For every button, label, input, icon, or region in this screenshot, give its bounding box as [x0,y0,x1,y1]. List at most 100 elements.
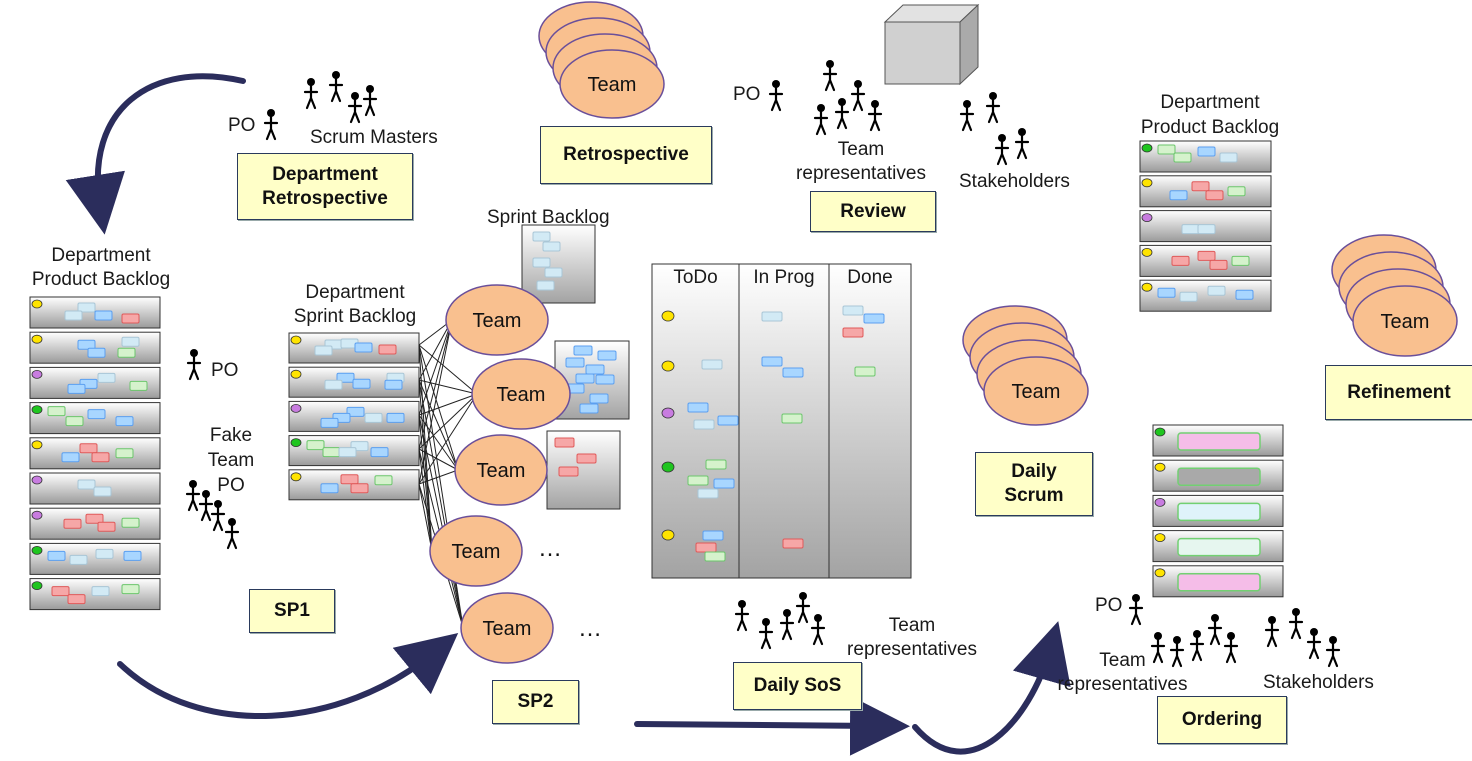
sticky-note [87,409,106,420]
po-label-left: PO [211,360,239,381]
sticky-note [1207,285,1226,296]
department-retrospective-line2: Retrospective [262,187,388,209]
sticky-note [121,517,140,528]
priority-dot [31,405,43,415]
sticky-note [64,310,83,321]
right-department-product-backlog [1139,140,1272,312]
sticky-note [370,447,389,458]
priority-dot [31,546,43,555]
person-icon [734,598,750,632]
priority-dot [31,475,43,485]
sticky-note [863,313,885,324]
sprint-backlog-label: Sprint Backlog [487,207,610,228]
backlog-row [288,366,420,398]
sticky-note [573,345,593,356]
ordering-box: Ordering [1157,696,1287,744]
person-icon [813,102,829,136]
backlog-row [1139,140,1272,173]
daily-sos-box: Daily SoS [733,662,862,710]
daily-sos-label: Daily SoS [753,675,842,696]
team-label: Team [1012,381,1061,403]
sp1-label: SP1 [274,600,310,621]
team-ellipse [429,515,523,587]
team-ellipse [559,49,665,119]
sticky-note [97,521,116,532]
team-ellipse [1352,285,1458,357]
sticky-note [1219,152,1238,163]
backlog-row [1139,279,1272,312]
sticky-note [354,342,373,353]
ordering-row [1152,424,1284,457]
sticky-note [77,339,96,350]
sticky-note [117,347,136,358]
sticky-note [374,475,393,486]
task-board [651,263,912,579]
sticky-note [687,402,709,413]
ordering-team-reps-line2: representatives [1057,674,1188,695]
board-row-dot [661,360,675,372]
board-row-dot [661,529,675,541]
person-icon [1223,630,1239,664]
ordering-backlog-stack [1152,424,1284,598]
department-sprint-backlog-rows [288,332,420,501]
person-icon [985,90,1001,124]
ordering-row [1152,494,1284,527]
team-ellipses: TeamTeamTeamTeamTeamTeamTeamTeamTeamTeam… [429,1,1458,664]
scrum-team-4: Team [983,356,1089,426]
person-icon [362,83,378,117]
sticky-note [386,412,405,423]
sticky-note [320,417,339,428]
sticky-note [576,453,597,464]
backlog-row [288,332,420,364]
team-label: Team [1381,311,1430,333]
backlog-row [1139,175,1272,208]
sticky-note [693,419,715,430]
sticky-note [91,452,110,463]
priority-dot [31,510,43,520]
team-label: Team [588,74,637,96]
sticky-note [340,474,359,485]
person-icon [850,78,866,112]
connection-line [418,414,464,628]
backlog-row [29,437,161,470]
sticky-note [717,415,739,426]
connection-line [418,319,453,485]
fake-team-po-line3: PO [217,475,245,496]
team-label: Team [452,541,501,563]
retrospective-label: Retrospective [563,144,689,165]
sticky-note [352,378,371,389]
team-label: Team [497,384,546,406]
sticky-note [378,344,397,355]
refinement-team-4: Team [1352,285,1458,357]
person-icon [210,498,226,532]
sticky-note [346,406,365,417]
sticky-note [702,530,724,541]
ordering-row [1152,459,1284,492]
priority-dot [1154,462,1166,472]
sticky-note [589,393,609,404]
backlog-row [29,578,161,611]
dept-sprint-backlog-title-line2: Sprint Backlog [293,306,417,327]
backlog-row [29,472,161,505]
person-icon [795,590,811,624]
arrow-sp1-to-sp2 [117,632,459,719]
fake-team-po-line1: Fake [209,425,253,446]
person-icon [1264,614,1280,648]
backlog-row [1139,244,1272,277]
priority-dot [1141,247,1153,257]
sticky-note [595,374,615,385]
fake-team-po-line2: Team [207,450,255,471]
daily-scrum-line1: Daily [1011,461,1057,482]
sticky-note [364,412,383,423]
sticky-note [565,357,585,368]
backlog-row [29,366,161,399]
refinement-label: Refinement [1347,381,1451,403]
sticky-note [1191,181,1210,192]
sticky-note [320,483,339,494]
sticky-note [129,380,148,391]
person-icon [758,616,774,650]
arrow-sos-right [634,695,910,756]
ordering-stakeholders-label: Stakeholders [1263,672,1374,693]
sticky-note [79,443,98,454]
